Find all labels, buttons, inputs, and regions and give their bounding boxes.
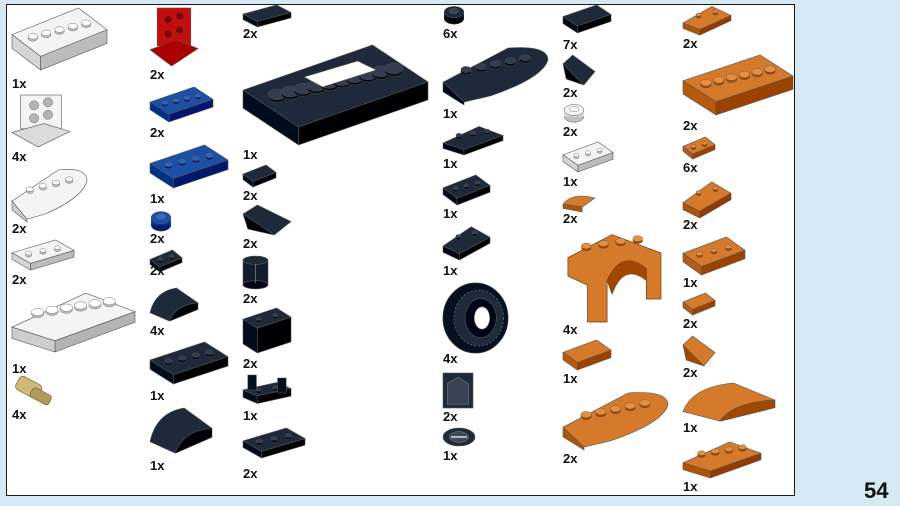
part-round-plate-orange-38 <box>562 392 669 451</box>
part-wedge-plate-white-5 <box>11 292 136 353</box>
part-count-42: 2x <box>683 217 698 232</box>
part-count-30: 1x <box>443 448 458 463</box>
part-count-31: 7x <box>563 37 578 52</box>
part-wedge-plate-dark-27 <box>442 226 491 261</box>
part-count-5: 1x <box>12 361 27 376</box>
part-wedge-plate-orange-47 <box>682 441 762 479</box>
part-tire-dark-28 <box>442 282 509 354</box>
part-wedge-plate-orange-42 <box>682 181 732 219</box>
part-count-18: 2x <box>243 236 258 251</box>
part-brick-dark-20 <box>242 307 292 354</box>
part-tile-dark-17 <box>242 164 277 188</box>
part-dish-dark-30 <box>442 427 476 447</box>
part-tile-dark-31 <box>562 4 612 34</box>
part-count-6: 4x <box>12 407 27 422</box>
part-count-28: 4x <box>443 351 458 366</box>
part-count-19: 2x <box>243 291 258 306</box>
part-count-29: 2x <box>443 409 458 424</box>
part-count-34: 1x <box>563 174 578 189</box>
part-count-8: 2x <box>150 125 165 140</box>
part-count-32: 2x <box>563 85 578 100</box>
part-plate-orange-41 <box>682 136 716 160</box>
part-count-1: 1x <box>12 76 27 91</box>
part-count-15: 2x <box>243 26 258 41</box>
part-count-26: 1x <box>443 206 458 221</box>
part-count-37: 1x <box>563 371 578 386</box>
part-count-45: 2x <box>683 365 698 380</box>
part-tile-orange-37 <box>562 339 612 371</box>
part-plate-white-4 <box>11 239 75 271</box>
part-count-11: 2x <box>150 263 165 278</box>
part-count-35: 2x <box>563 211 578 226</box>
part-count-14: 1x <box>150 458 165 473</box>
part-count-16: 1x <box>243 147 258 162</box>
part-quarter-tile-orange-35 <box>562 195 596 213</box>
part-count-24: 1x <box>443 106 458 121</box>
part-count-46: 1x <box>683 420 698 435</box>
part-count-41: 6x <box>683 160 698 175</box>
part-round-stud-blue-10 <box>150 211 172 232</box>
part-plate-orange-40 <box>682 54 794 116</box>
part-bracket-red-7 <box>149 7 199 67</box>
part-corner-panel-dark-29 <box>442 372 474 409</box>
part-count-23: 6x <box>443 26 458 41</box>
part-tile-orange-44 <box>682 292 716 316</box>
part-round-plate-dark-24 <box>442 47 549 106</box>
part-count-9: 1x <box>150 191 165 206</box>
part-clip-plate-dark-21 <box>242 374 292 404</box>
part-count-43: 1x <box>683 275 698 290</box>
part-count-39: 2x <box>683 36 698 51</box>
part-count-4: 2x <box>12 272 27 287</box>
part-curved-slope-dark-14 <box>149 407 213 454</box>
part-count-13: 1x <box>150 388 165 403</box>
part-count-38: 2x <box>563 451 578 466</box>
part-plate-white-1 <box>11 7 108 71</box>
part-plate-blue-8 <box>149 86 214 123</box>
part-count-10: 2x <box>150 231 165 246</box>
part-count-27: 1x <box>443 263 458 278</box>
part-large-plate-dark-16 <box>242 44 429 146</box>
part-plate-dark-13 <box>149 341 229 385</box>
part-count-36: 4x <box>563 322 578 337</box>
part-count-25: 1x <box>443 156 458 171</box>
part-count-3: 2x <box>12 221 27 236</box>
part-slope-orange-45 <box>682 335 716 367</box>
part-bracket-white-2 <box>11 94 71 148</box>
page-number: 54 <box>864 478 889 503</box>
part-plate-dark-11 <box>149 249 183 273</box>
part-slope-dark-18 <box>242 204 292 236</box>
part-count-47: 1x <box>683 479 698 494</box>
part-count-44: 2x <box>683 316 698 331</box>
part-plate-orange-43 <box>682 236 746 276</box>
part-arch-orange-36 <box>567 234 662 323</box>
part-count-20: 2x <box>243 356 258 371</box>
part-count-21: 1x <box>243 408 258 423</box>
part-tile-dark-15 <box>242 4 292 28</box>
part-count-2: 4x <box>12 149 27 164</box>
part-pin-tan-6 <box>15 375 52 406</box>
part-slope-dark-32 <box>562 54 596 86</box>
part-plate-dark-22 <box>242 427 306 459</box>
part-round-plate-white-3 <box>11 169 88 223</box>
part-count-33: 2x <box>563 124 578 139</box>
part-round-stud-white-33 <box>563 104 585 123</box>
part-count-40: 2x <box>683 118 698 133</box>
part-curved-slope-orange-46 <box>682 382 776 422</box>
part-plate-dark-26 <box>442 174 491 206</box>
part-count-22: 2x <box>243 466 258 481</box>
part-plate-blue-9 <box>149 144 229 189</box>
part-count-12: 4x <box>150 323 165 338</box>
part-count-17: 2x <box>243 188 258 203</box>
part-curved-slope-dark-12 <box>149 287 199 322</box>
part-cylinder-dark-19 <box>242 255 269 290</box>
part-count-7: 2x <box>150 67 165 82</box>
part-plate-white-34 <box>562 141 614 173</box>
part-wedge-plate-dark-25 <box>442 126 504 156</box>
part-wedge-plate-orange-39 <box>682 6 732 36</box>
part-round-stud-dark-23 <box>443 6 465 25</box>
